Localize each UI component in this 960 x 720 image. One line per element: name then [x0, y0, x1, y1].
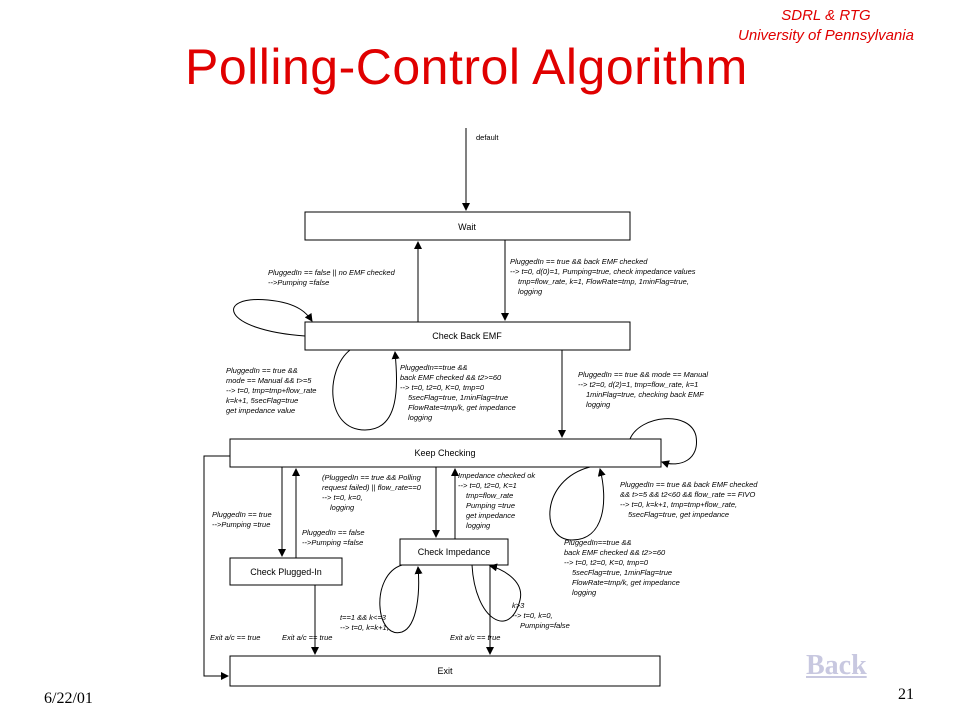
- svg-text:mode == Manual && t>=5: mode == Manual && t>=5: [226, 376, 312, 385]
- loop-impedance-right: [471, 563, 522, 622]
- svg-text:logging: logging: [330, 503, 355, 512]
- state-check-plugged-in-label: Check Plugged-In: [250, 567, 322, 577]
- state-wait-label: Wait: [458, 222, 476, 232]
- svg-text:-->Pumping =true: -->Pumping =true: [212, 520, 270, 529]
- svg-text:5secFlag=true, 1minFlag=true: 5secFlag=true, 1minFlag=true: [572, 568, 672, 577]
- org-line-1: SDRL & RTG: [781, 7, 871, 24]
- svg-text:5secFlag=true, 1minFlag=true: 5secFlag=true, 1minFlag=true: [408, 393, 508, 402]
- svg-text:PluggedIn == true && mode == M: PluggedIn == true && mode == Manual: [578, 370, 708, 379]
- svg-text:Pumping =true: Pumping =true: [466, 501, 515, 510]
- label-backemf-self-left: PluggedIn == true && mode == Manual && t…: [226, 366, 316, 415]
- state-keep-checking: Keep Checking: [229, 438, 662, 468]
- svg-text:PluggedIn==true &&: PluggedIn==true &&: [400, 363, 468, 372]
- svg-text:t==1 && k<=3: t==1 && k<=3: [340, 613, 387, 622]
- svg-text:Impedance checked ok: Impedance checked ok: [458, 471, 536, 480]
- label-backemf-to-wait: PluggedIn == false || no EMF checked -->…: [268, 268, 396, 287]
- label-exit-mid: Exit a/c == true: [282, 633, 332, 642]
- svg-text:back EMF checked && t2>=60: back EMF checked && t2>=60: [400, 373, 502, 382]
- state-exit: Exit: [229, 655, 661, 687]
- svg-text:-->Pumping =false: -->Pumping =false: [302, 538, 363, 547]
- svg-text:FlowRate=tmp/k, get impedance: FlowRate=tmp/k, get impedance: [572, 578, 680, 587]
- loop-keep-right: [629, 418, 697, 469]
- svg-text:-->Pumping =false: -->Pumping =false: [268, 278, 329, 287]
- svg-text:--> t=0, t2=0, K=0, tmp=0: --> t=0, t2=0, K=0, tmp=0: [400, 383, 485, 392]
- svg-text:PluggedIn == false || no EMF c: PluggedIn == false || no EMF checked: [268, 268, 396, 277]
- label-exit-right: Exit a/c == true: [450, 633, 500, 642]
- label-keep-to-backemf-mid: (PluggedIn == true && Polling request fa…: [322, 473, 422, 512]
- svg-text:&& t>=5 && t2<60 && flow_rate: && t>=5 && t2<60 && flow_rate == FIVO: [620, 490, 755, 499]
- svg-text:PluggedIn==true &&: PluggedIn==true &&: [564, 538, 632, 547]
- label-keep-to-plugged: PluggedIn == true -->Pumping =true: [212, 510, 272, 529]
- svg-text:get impedance value: get impedance value: [226, 406, 295, 415]
- label-imp-self-right: k>3 --> t=0, k=0, Pumping=false: [512, 601, 570, 630]
- state-check-impedance-label: Check Impedance: [418, 547, 491, 557]
- label-wait-to-backemf: PluggedIn == true && back EMF checked --…: [510, 257, 696, 296]
- state-check-plugged-in: Check Plugged-In: [229, 557, 343, 586]
- arrow-exit-left: [203, 455, 230, 680]
- svg-text:FlowRate=tmp/k, get impedance: FlowRate=tmp/k, get impedance: [408, 403, 516, 412]
- header-organization: SDRL & RTG University of Pennsylvania: [706, 6, 946, 46]
- svg-text:--> t=0, k=k+1, tmp=tmp+flow_r: --> t=0, k=k+1, tmp=tmp+flow_rate,: [620, 500, 737, 509]
- svg-text:--> t=0, t2=0, K=1: --> t=0, t2=0, K=1: [458, 481, 517, 490]
- back-link[interactable]: Back: [806, 650, 867, 681]
- svg-text:--> t=0, k=k+1,: --> t=0, k=k+1,: [340, 623, 389, 632]
- state-wait: Wait: [304, 211, 631, 241]
- svg-text:5secFlag=true, get impedance: 5secFlag=true, get impedance: [628, 510, 729, 519]
- org-line-2: University of Pennsylvania: [738, 27, 914, 44]
- label-backemf-self-mid: PluggedIn==true && back EMF checked && t…: [400, 363, 516, 422]
- loop-keep-mid: [549, 466, 606, 541]
- loop-backemf-left: [233, 299, 313, 337]
- svg-text:logging: logging: [572, 588, 597, 597]
- default-label: default: [476, 133, 499, 142]
- svg-text:PluggedIn == true && back EMF: PluggedIn == true && back EMF checked: [510, 257, 648, 266]
- state-check-impedance: Check Impedance: [399, 538, 509, 566]
- svg-text:request failed) || flow_rate==: request failed) || flow_rate==0: [322, 483, 422, 492]
- svg-text:k=k+1, 5secFlag=true: k=k+1, 5secFlag=true: [226, 396, 298, 405]
- svg-text:PluggedIn == true &&: PluggedIn == true &&: [226, 366, 298, 375]
- svg-text:Pumping=false: Pumping=false: [520, 621, 570, 630]
- slide-title: Polling-Control Algorithm: [185, 39, 748, 95]
- state-keep-checking-label: Keep Checking: [414, 448, 475, 458]
- svg-text:--> t=0, d(0)=1, Pumping=true,: --> t=0, d(0)=1, Pumping=true, check imp…: [510, 267, 696, 276]
- state-check-back-emf-label: Check Back EMF: [432, 331, 502, 341]
- label-imp-self-left: t==1 && k<=3 --> t=0, k=k+1,: [340, 613, 389, 632]
- label-impedance-ok: Impedance checked ok --> t=0, t2=0, K=1 …: [458, 471, 536, 530]
- label-imp-self-bottom-right: PluggedIn==true && back EMF checked && t…: [564, 538, 680, 597]
- state-check-back-emf: Check Back EMF: [304, 321, 631, 351]
- loop-backemf-mid: [332, 349, 400, 431]
- label-backemf-to-keep: PluggedIn == true && mode == Manual --> …: [578, 370, 708, 409]
- svg-text:logging: logging: [466, 521, 491, 530]
- svg-text:logging: logging: [518, 287, 543, 296]
- footer-date: 6/22/01: [44, 690, 93, 707]
- svg-text:tmp=flow_rate: tmp=flow_rate: [466, 491, 513, 500]
- label-exit-left: Exit a/c == true: [210, 633, 260, 642]
- page-number: 21: [898, 686, 914, 703]
- svg-text:get impedance: get impedance: [466, 511, 515, 520]
- state-exit-label: Exit: [437, 666, 453, 676]
- svg-text:--> t2=0, d(2)=1, tmp=flow_rat: --> t2=0, d(2)=1, tmp=flow_rate, k=1: [578, 380, 698, 389]
- svg-text:k>3: k>3: [512, 601, 525, 610]
- svg-text:PluggedIn == true: PluggedIn == true: [212, 510, 272, 519]
- svg-text:--> t=0, k=0,: --> t=0, k=0,: [512, 611, 553, 620]
- svg-text:--> t=0, k=0,: --> t=0, k=0,: [322, 493, 363, 502]
- svg-text:logging: logging: [408, 413, 433, 422]
- svg-text:--> t=0, tmp=tmp+flow_rate: --> t=0, tmp=tmp+flow_rate: [226, 386, 316, 395]
- label-plugged-to-keep: PluggedIn == false -->Pumping =false: [302, 528, 365, 547]
- svg-text:1minFlag=true, checking back E: 1minFlag=true, checking back EMF: [586, 390, 704, 399]
- svg-text:--> t=0, t2=0, K=0, tmp=0: --> t=0, t2=0, K=0, tmp=0: [564, 558, 649, 567]
- svg-text:back EMF checked && t2>=60: back EMF checked && t2>=60: [564, 548, 666, 557]
- svg-text:tmp=flow_rate, k=1, FlowRate=t: tmp=flow_rate, k=1, FlowRate=tmp, 1minFl…: [518, 277, 689, 286]
- svg-text:logging: logging: [586, 400, 611, 409]
- label-keep-self-right: PluggedIn == true && back EMF checked &&…: [620, 480, 758, 519]
- svg-text:PluggedIn == false: PluggedIn == false: [302, 528, 365, 537]
- svg-text:(PluggedIn == true && Polling: (PluggedIn == true && Polling: [322, 473, 422, 482]
- svg-text:PluggedIn == true && back EMF: PluggedIn == true && back EMF checked: [620, 480, 758, 489]
- loop-impedance-left: [379, 564, 423, 634]
